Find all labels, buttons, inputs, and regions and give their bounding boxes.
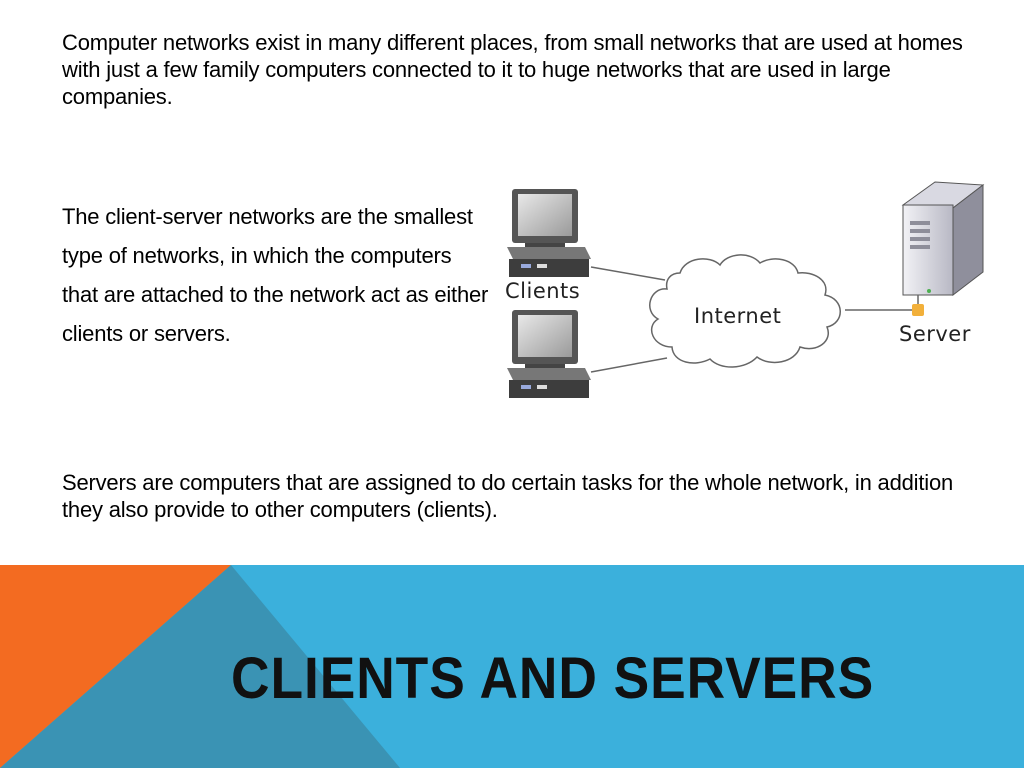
client1-link <box>590 266 666 281</box>
client2-link <box>590 357 668 373</box>
banner-shapes <box>0 565 1024 768</box>
server-tower-icon <box>901 181 985 316</box>
diagram-graphic <box>507 181 985 398</box>
client-server-diagram: Clients Internet Server <box>495 175 995 400</box>
cloud-icon <box>649 254 841 368</box>
client-server-paragraph: The client-server networks are the small… <box>62 204 489 346</box>
server-label: Server <box>899 322 971 346</box>
title-banner <box>0 565 1024 768</box>
banner-teal-triangle <box>0 565 400 768</box>
intro-paragraph: Computer networks exist in many differen… <box>62 30 963 109</box>
internet-label: Internet <box>694 304 782 328</box>
clients-label: Clients <box>505 279 581 303</box>
computer-icon <box>507 310 591 398</box>
computer-icon <box>507 189 591 277</box>
servers-paragraph: Servers are computers that are assigned … <box>62 470 954 522</box>
slide-title: CLIENTS AND SERVERS <box>231 646 875 711</box>
